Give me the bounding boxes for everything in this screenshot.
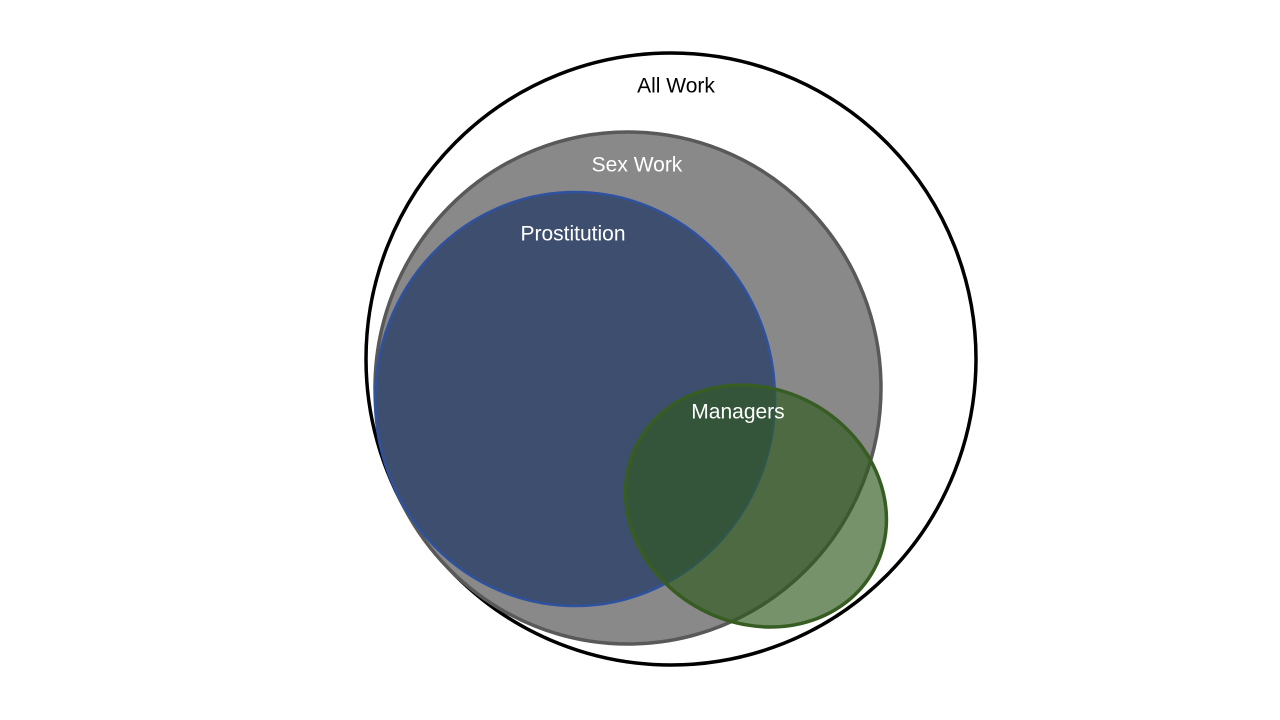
managers-label: Managers <box>691 401 784 424</box>
sex-work-label: Sex Work <box>592 154 683 177</box>
all-work-label: All Work <box>637 75 715 98</box>
prostitution-label: Prostitution <box>520 223 625 246</box>
managers-ellipse <box>623 383 889 629</box>
